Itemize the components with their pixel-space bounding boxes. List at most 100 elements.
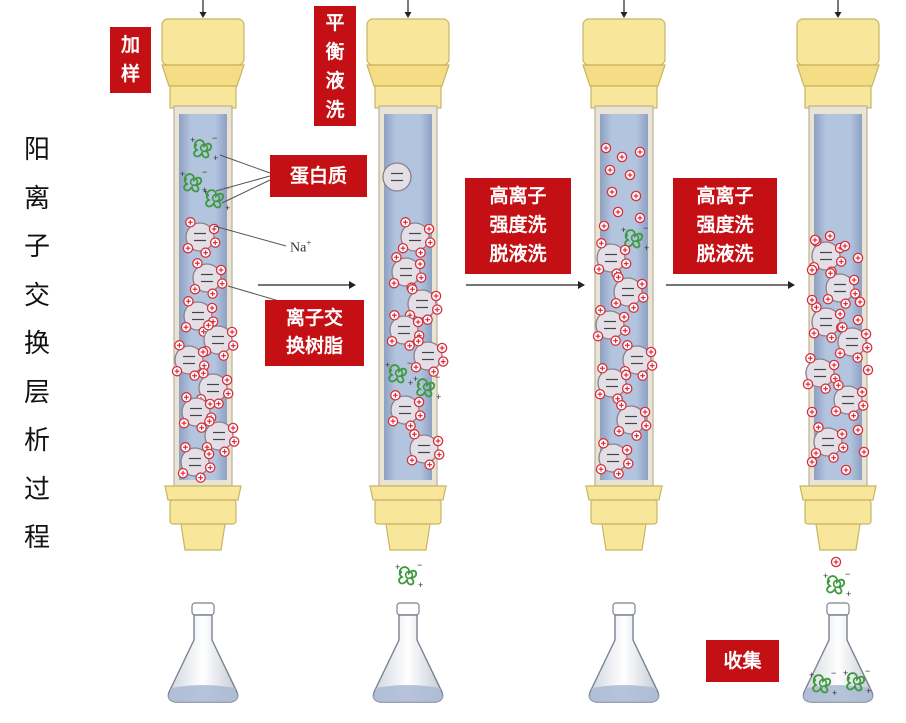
protein-strand (199, 143, 209, 153)
cation-icon (406, 454, 418, 466)
cation-icon (397, 242, 409, 254)
column-bottom-ring (804, 499, 872, 525)
bead-body (837, 327, 867, 357)
cation-icon (833, 380, 844, 391)
cation-icon (433, 449, 445, 460)
resin-bead (597, 368, 627, 398)
charge-sign: − (417, 560, 422, 570)
cation-icon (620, 369, 632, 381)
label-line: 液 (325, 70, 345, 92)
column-outlet-tip (180, 523, 226, 551)
cation-icon (594, 388, 606, 400)
cation-icon (806, 456, 818, 468)
title-char: 程 (23, 523, 50, 553)
resin-bead (837, 327, 867, 357)
feed-arrow-head (620, 12, 628, 18)
cation-icon (854, 296, 866, 308)
cation-icon (621, 444, 633, 456)
resin-bead (813, 427, 843, 457)
cation-icon (178, 417, 190, 429)
title-char: 子 (23, 232, 50, 262)
resin-bead (413, 341, 443, 371)
flask-liquid (589, 685, 659, 702)
charge-sign: + (809, 670, 814, 680)
leader-line (215, 175, 271, 192)
column-top-cap (161, 18, 245, 66)
column-bottom-ring (590, 499, 658, 525)
figure-title: 阳 离 子 交 换 层 析 过 程 (14, 126, 60, 563)
label-line: 脱液洗 (696, 243, 754, 265)
charge-sign: + (213, 153, 218, 163)
cation-icon (835, 256, 847, 267)
cation-icon (185, 217, 196, 228)
cation-icon (423, 223, 435, 235)
flask-3 (588, 602, 660, 703)
charge-sign: − (845, 569, 850, 579)
cation-icon (830, 556, 842, 568)
equilibrate-wash-label: 平 衡 液 洗 (314, 6, 356, 126)
cation-icon (621, 383, 633, 394)
resin-bead (598, 443, 628, 473)
cation-icon (215, 264, 227, 276)
cation-icon (634, 212, 646, 224)
cation-icon (189, 370, 200, 381)
title-char: 交 (23, 280, 50, 311)
feed-arrow-head (199, 12, 207, 18)
cation-icon (180, 442, 191, 453)
cation-icon (637, 370, 648, 381)
protein-icon: ++− (395, 560, 423, 590)
feed-arrow-head (834, 12, 842, 18)
cation-icon (824, 230, 836, 242)
cation-icon (219, 446, 230, 457)
column-bottom-cap (369, 485, 447, 501)
cation-icon (858, 446, 870, 458)
column-bottom-cap (585, 485, 663, 501)
cation-icon (388, 277, 400, 289)
resin-bead (390, 395, 420, 425)
protein-icon: ++− (843, 666, 871, 696)
cation-icon (400, 217, 411, 228)
cation-icon (207, 288, 218, 299)
charge-sign: + (436, 392, 441, 402)
resin-bead (174, 345, 204, 375)
cation-icon (805, 353, 816, 364)
cation-icon (200, 247, 211, 258)
cation-icon (595, 463, 607, 475)
cation-icon (628, 302, 639, 313)
column-top-cap (796, 18, 880, 66)
cation-icon (613, 425, 625, 437)
cation-icon (636, 278, 648, 290)
leader-line (213, 225, 287, 247)
column-top-collar (796, 64, 880, 87)
resin-bead (198, 373, 228, 403)
cation-icon (221, 374, 233, 386)
cation-icon (613, 468, 624, 479)
cation-icon (436, 342, 448, 354)
cation-icon (616, 400, 627, 411)
cation-icon (386, 335, 398, 347)
cation-icon (424, 459, 435, 470)
bead-body (192, 263, 222, 293)
protein-icon: ++− (621, 223, 649, 253)
resin-label: 离子交 换树脂 (265, 300, 364, 366)
column-bottom-ring (169, 499, 237, 525)
bead-body (811, 307, 841, 337)
eluted-protein-step4: ++− (823, 556, 851, 599)
cation-icon (619, 325, 631, 336)
cation-icon (856, 386, 868, 398)
cation-icon (414, 410, 426, 421)
cation-icon (415, 247, 426, 258)
flask-lip (191, 602, 215, 616)
cation-icon (412, 316, 424, 328)
resin-bead (805, 358, 835, 388)
cation-icon (431, 304, 443, 315)
column-outlet-tip (385, 523, 431, 551)
cation-icon (227, 422, 239, 434)
charge-sign: + (225, 203, 230, 213)
resin-bead (180, 447, 210, 477)
cation-icon (182, 242, 194, 254)
protein-strand (818, 678, 828, 688)
cation-icon (389, 310, 400, 321)
bead-body (805, 358, 835, 388)
charge-sign: − (865, 666, 870, 676)
